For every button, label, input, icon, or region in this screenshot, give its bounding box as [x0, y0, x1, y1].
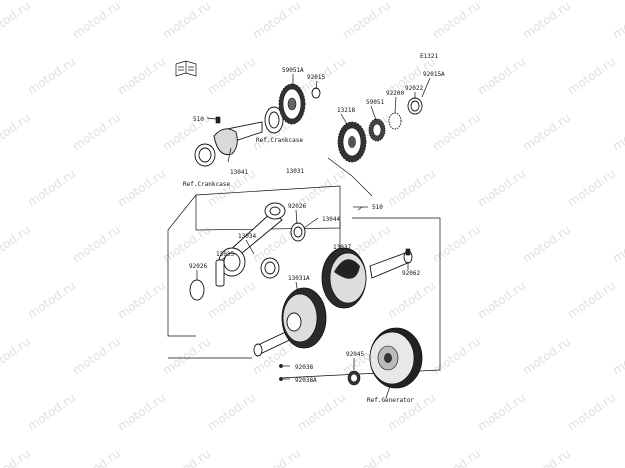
crank-frame-left — [167, 194, 197, 337]
generator-rotor — [369, 327, 423, 389]
nut-92045 — [347, 370, 361, 386]
label-92026-lower: 92026 — [189, 263, 207, 270]
bolt-92038 — [279, 364, 283, 368]
crankpin-13035 — [215, 259, 225, 287]
upper-bearing — [264, 106, 284, 134]
ref-generator: Ref.Generator — [367, 397, 414, 404]
washer-92026-lower — [189, 279, 205, 301]
ref-crankcase-top: Ref.Crankcase — [256, 137, 303, 144]
label-92022: 92022 — [405, 85, 423, 92]
label-92200: 92200 — [386, 90, 404, 97]
gear-13218 — [337, 121, 367, 163]
label-13034: 13034 — [238, 233, 256, 240]
crankshaft-half-13037 — [321, 247, 413, 309]
label-59051: 59051 — [366, 99, 384, 106]
label-13218: 13218 — [337, 107, 355, 114]
label-13041: 13041 — [230, 169, 248, 176]
label-92038: 92038 — [295, 364, 313, 371]
label-92015: 92015 — [307, 74, 325, 81]
label-92045: 92045 — [346, 351, 364, 358]
key-92015 — [311, 87, 321, 99]
label-510-lower: 510 — [372, 204, 383, 211]
gear-59051A — [278, 83, 306, 125]
crankshaft-half-13031A — [253, 287, 327, 357]
label-92062: 92062 — [402, 270, 420, 277]
label-92026-upper: 92026 — [288, 203, 306, 210]
label-92038A: 92038A — [295, 377, 317, 384]
crank-frame-right — [168, 217, 441, 379]
balancer-shaft-13041 — [194, 116, 263, 167]
leader-lines — [196, 74, 431, 399]
label-13031A: 13031A — [288, 275, 310, 282]
label-13044: 13044 — [322, 216, 340, 223]
label-13037: 13037 — [333, 244, 351, 251]
diagram-code: E1321 — [420, 53, 438, 60]
washer-92200 — [388, 112, 402, 130]
ref-crankcase-left: Ref.Crankcase — [183, 181, 230, 188]
label-510-upper: 510 — [193, 116, 204, 123]
label-13031: 13031 — [286, 168, 304, 175]
label-92015A: 92015A — [423, 71, 445, 78]
pin-510 — [215, 116, 221, 124]
label-59051A: 59051A — [282, 67, 304, 74]
key-92062 — [405, 248, 411, 256]
label-13035: 13035 — [216, 251, 234, 258]
washer-92022 — [407, 97, 423, 115]
bolt-92038A — [279, 377, 283, 381]
gear-59051 — [368, 118, 386, 142]
book-icon — [175, 60, 197, 77]
